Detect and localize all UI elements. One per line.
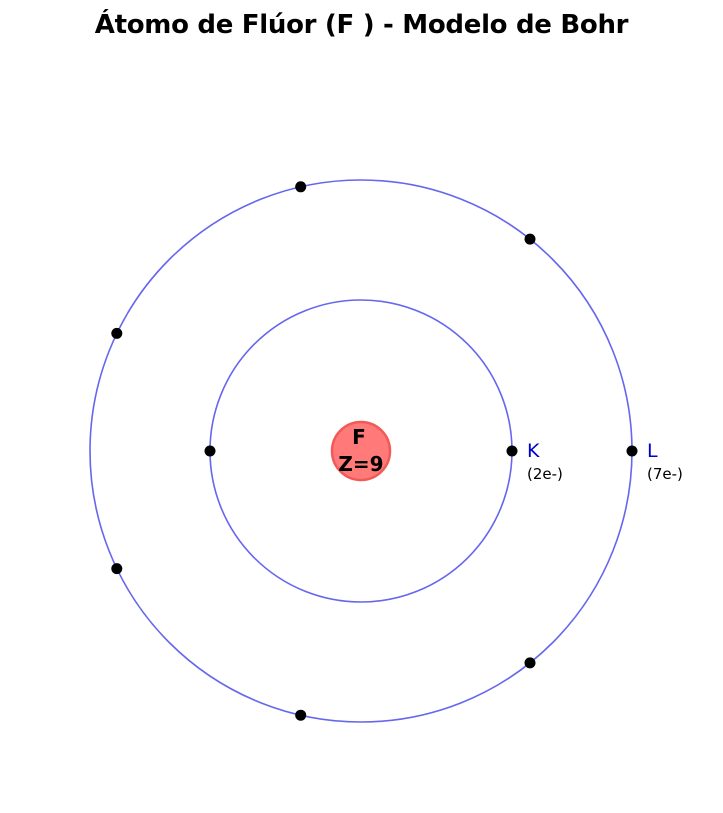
electron-l-4	[111, 327, 123, 339]
electron-l-7	[524, 657, 536, 669]
diagram-title: Átomo de Flúor (F ) - Modelo de Bohr	[94, 10, 629, 40]
electron-l-2	[524, 233, 536, 245]
electron-l-1	[626, 445, 638, 457]
shell-l-label: L	[647, 440, 658, 462]
electron-k-2	[204, 445, 216, 457]
electrons	[111, 181, 638, 721]
shell-k-count: (2e-)	[527, 465, 563, 483]
electron-k-1	[506, 445, 518, 457]
electron-l-5	[111, 563, 123, 575]
electron-l-3	[295, 181, 307, 193]
shell-l-count: (7e-)	[647, 465, 683, 483]
electron-l-6	[295, 709, 307, 721]
nucleus	[330, 420, 392, 482]
nucleus-atomic-number: Z=9	[338, 452, 383, 476]
nucleus-symbol: F	[352, 425, 366, 449]
shell-k-label: K	[527, 440, 540, 462]
